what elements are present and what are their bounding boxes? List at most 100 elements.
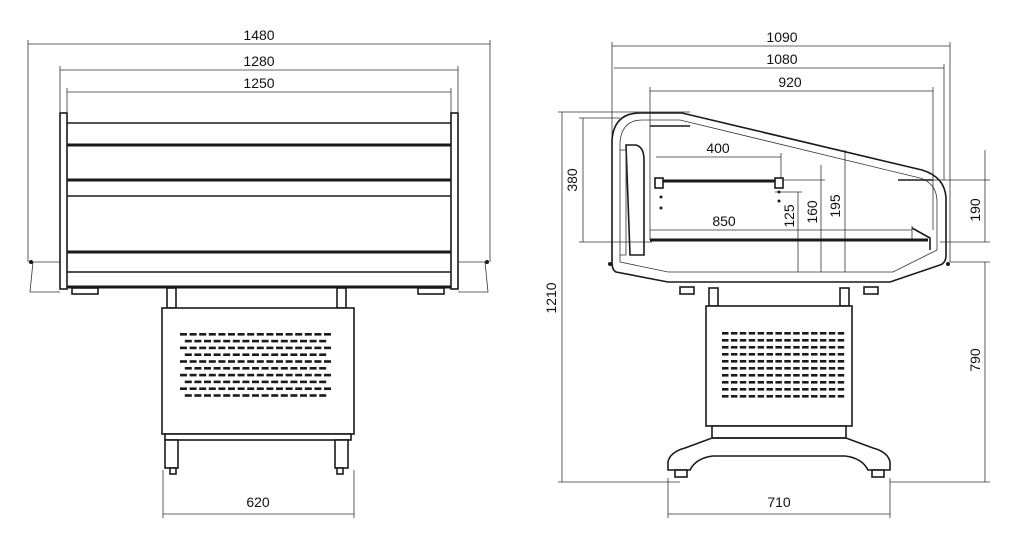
vent-slot	[793, 339, 800, 342]
vent-slot	[304, 360, 312, 363]
vent-slot	[793, 381, 800, 384]
vent-slot	[319, 367, 327, 370]
vent-slot	[739, 346, 747, 349]
vent-slot	[290, 380, 298, 384]
vent-slot	[730, 346, 738, 349]
vent-slot	[748, 381, 756, 384]
vent-slot	[309, 394, 317, 397]
vent-slot	[319, 380, 327, 384]
vent-slot	[748, 388, 756, 391]
vent-slot	[218, 387, 226, 390]
vent-slot	[828, 374, 836, 377]
vent-slot	[828, 388, 836, 391]
vent-slot	[775, 395, 782, 398]
vent-slot	[793, 360, 800, 363]
vent-slot	[271, 367, 279, 370]
vent-slot	[722, 367, 729, 370]
vent-slot	[218, 333, 226, 336]
vent-slot	[766, 395, 773, 398]
vent-slot	[300, 353, 307, 356]
vent-slot	[199, 346, 207, 350]
vent-slot	[730, 332, 738, 335]
vent-slot	[290, 339, 298, 343]
vent-slot	[271, 394, 279, 397]
dim-1090-label: 1090	[766, 29, 797, 45]
side-view: 1090 1080 920 400 850 380 125 160 195 19…	[543, 29, 990, 518]
vent-slot	[237, 333, 245, 336]
vent-slot	[793, 374, 800, 377]
side-dimension-lines	[558, 42, 990, 518]
vent-slot	[199, 373, 207, 377]
vent-slot	[271, 380, 279, 384]
dim-1210-label: 1210	[543, 282, 559, 313]
vent-slot	[247, 387, 255, 390]
vent-slot	[722, 346, 729, 349]
vent-slot	[802, 346, 809, 349]
vent-slot	[811, 388, 818, 391]
vent-slot	[266, 346, 274, 350]
vent-slot	[180, 333, 187, 336]
dim-160-label: 160	[804, 200, 820, 224]
vent-slot	[828, 395, 836, 398]
vent-slot	[766, 367, 773, 370]
vent-slot	[314, 346, 322, 350]
vent-slot	[261, 367, 269, 370]
vent-slot	[304, 333, 312, 336]
vent-slot	[285, 360, 293, 363]
side-case-body	[608, 112, 950, 295]
vent-slot	[223, 353, 231, 356]
vent-slot	[739, 332, 747, 335]
vent-slot	[739, 360, 747, 363]
vent-slot	[722, 381, 729, 384]
vent-slot	[285, 387, 293, 390]
vent-slot	[242, 339, 250, 343]
vent-slot	[194, 353, 202, 356]
vent-slot	[319, 339, 327, 343]
vent-slot	[837, 367, 845, 370]
vent-slot	[784, 353, 791, 356]
vent-slot	[300, 380, 307, 384]
vent-slot	[828, 381, 836, 384]
vent-slot	[819, 353, 827, 356]
vent-slot	[247, 346, 255, 350]
vent-slot	[802, 360, 809, 363]
vent-slot	[819, 339, 827, 342]
front-stand	[161, 287, 355, 475]
vent-slot	[837, 374, 845, 377]
vent-slot	[213, 353, 221, 356]
vent-slot	[319, 394, 327, 397]
vent-slot	[204, 394, 211, 397]
vent-slot	[722, 360, 729, 363]
vent-slot	[256, 373, 264, 377]
vent-slot	[748, 332, 756, 335]
vent-slot	[766, 360, 773, 363]
vent-slot	[199, 333, 207, 336]
vent-slot	[722, 353, 729, 356]
vent-slot	[276, 373, 283, 377]
vent-slot	[304, 346, 312, 350]
dim-400-label: 400	[706, 140, 730, 156]
vent-slot	[811, 374, 818, 377]
vent-slot	[180, 346, 187, 350]
vent-slot	[280, 380, 288, 384]
vent-slot	[730, 339, 738, 342]
vent-slot	[247, 360, 255, 363]
vent-slot	[828, 360, 836, 363]
vent-slot	[213, 380, 221, 384]
vent-slot	[290, 367, 298, 370]
vent-slot	[775, 367, 782, 370]
vent-slot	[319, 353, 327, 356]
vent-slot	[766, 374, 773, 377]
vent-slot	[811, 339, 818, 342]
dim-380-label: 380	[564, 168, 580, 192]
dim-850-label: 850	[712, 213, 736, 229]
vent-slot	[285, 333, 293, 336]
vent-slot	[730, 353, 738, 356]
vent-slot	[766, 332, 773, 335]
vent-slot	[266, 333, 274, 336]
vent-slot	[242, 380, 250, 384]
vent-slot	[775, 332, 782, 335]
vent-slot	[237, 373, 245, 377]
vent-slot	[793, 395, 800, 398]
vent-slot	[228, 373, 235, 377]
